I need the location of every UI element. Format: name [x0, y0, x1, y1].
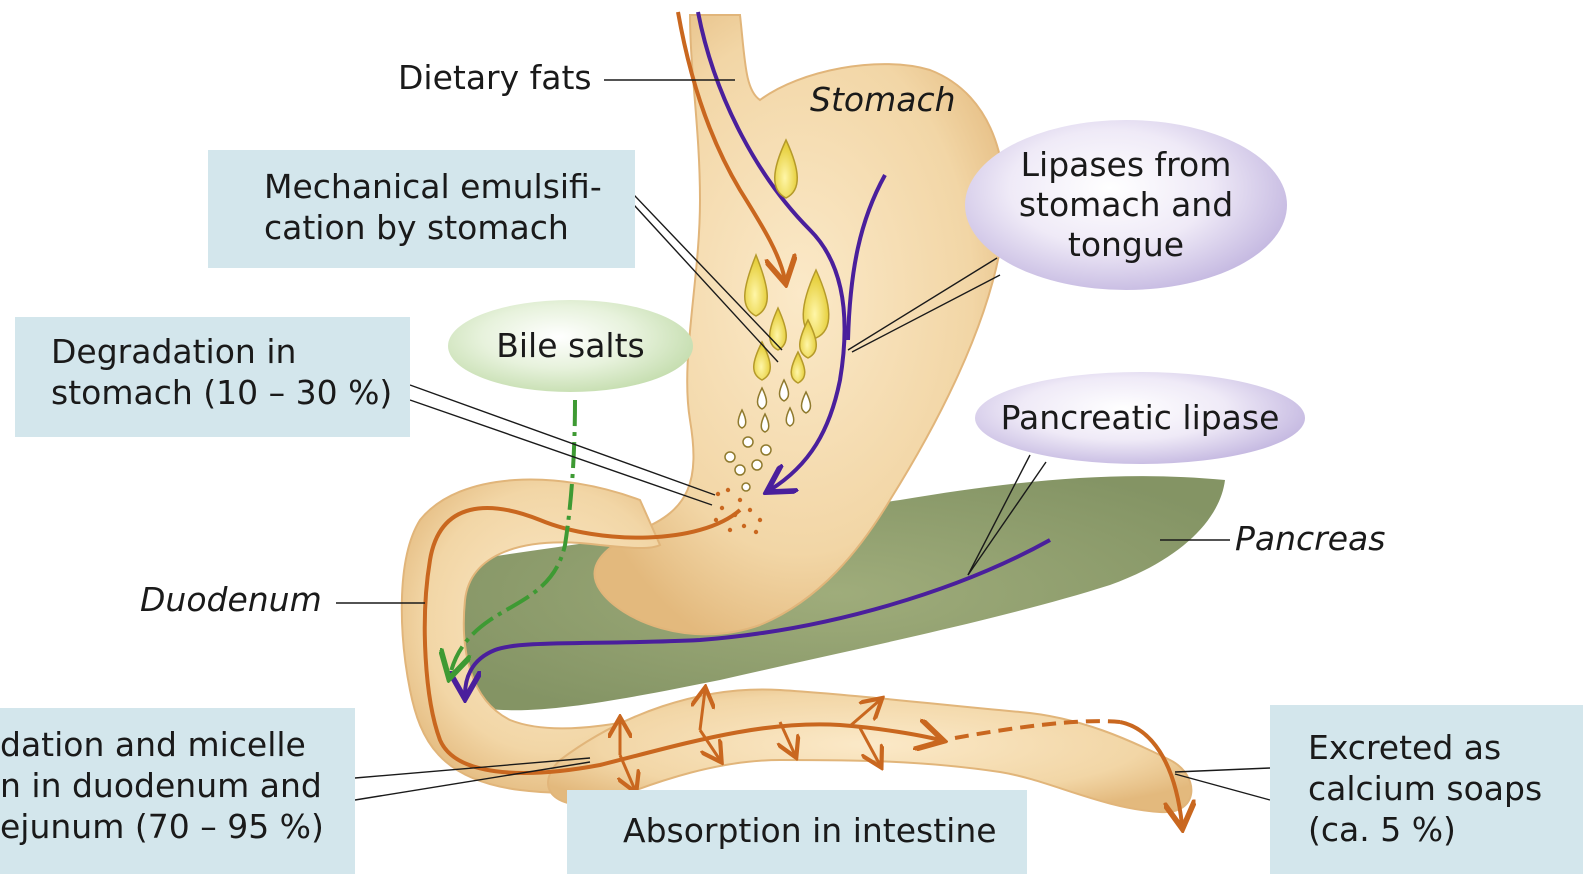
label-stomach: Stomach: [810, 80, 956, 119]
oval-line: stomach and: [1019, 185, 1233, 225]
box-line: Mechanical emulsifi-: [264, 166, 635, 207]
oval-line: Lipases from: [1019, 145, 1233, 185]
oval-line: Bile salts: [496, 326, 644, 366]
box-line: cation by stomach: [264, 207, 635, 248]
box-line: stomach (10 – 30 %): [51, 372, 410, 413]
oval-pancreatic-lipase: Pancreatic lipase: [975, 372, 1305, 464]
box-excreted: Excreted as calcium soaps (ca. 5 %): [1270, 705, 1583, 874]
box-line: ejunum (70 – 95 %): [0, 806, 355, 847]
oval-line: tongue: [1019, 225, 1233, 265]
box-line: Absorption in intestine: [623, 810, 1027, 851]
oval-bile-salts: Bile salts: [448, 300, 693, 392]
box-absorption: Absorption in intestine: [567, 790, 1027, 874]
box-degradation-stomach: Degradation in stomach (10 – 30 %): [15, 317, 410, 437]
label-duodenum: Duodenum: [140, 580, 322, 619]
box-line: n in duodenum and: [0, 765, 355, 806]
label-pancreas: Pancreas: [1235, 519, 1385, 558]
box-line: calcium soaps: [1308, 768, 1583, 809]
box-line: Degradation in: [51, 331, 410, 372]
box-line: (ca. 5 %): [1308, 809, 1583, 850]
box-degradation-duodenum: dation and micelle n in duodenum and eju…: [0, 708, 355, 874]
label-dietary-fats: Dietary fats: [398, 58, 592, 97]
box-line: dation and micelle: [0, 724, 355, 765]
box-line: Excreted as: [1308, 727, 1583, 768]
oval-line: Pancreatic lipase: [1001, 398, 1280, 438]
oval-lipases: Lipases from stomach and tongue: [965, 120, 1287, 290]
box-mechanical-emulsification: Mechanical emulsifi- cation by stomach: [208, 150, 635, 268]
